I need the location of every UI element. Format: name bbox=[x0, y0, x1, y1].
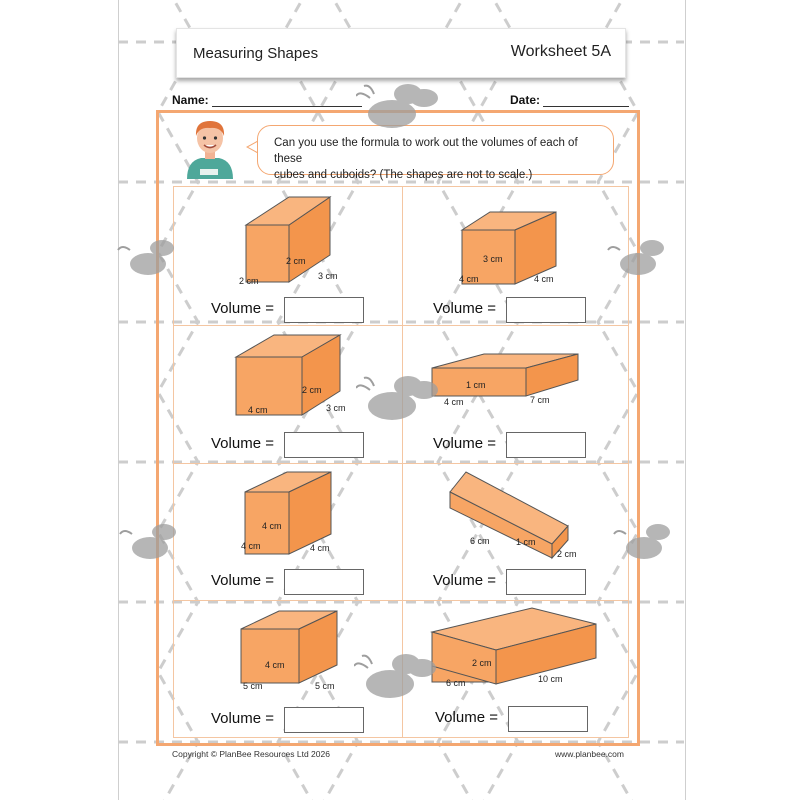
speech-bubble: Can you use the formula to work out the … bbox=[257, 125, 614, 181]
volume-label-8: Volume = bbox=[435, 709, 498, 726]
student-avatar bbox=[187, 121, 233, 179]
cuboid-8-height: 2 cm bbox=[472, 658, 492, 668]
name-line bbox=[211, 94, 362, 107]
cuboid-6 bbox=[449, 471, 569, 560]
shapes-grid bbox=[173, 186, 629, 738]
bee-watermark-icon bbox=[354, 654, 436, 698]
prompt-line-1: Can you use the formula to work out the … bbox=[274, 137, 578, 165]
copyright-text: Copyright © PlanBee Resources Ltd 2026 bbox=[172, 749, 330, 759]
prompt-line-2: cubes and cuboids? (The shapes are not t… bbox=[274, 169, 533, 181]
speech-tail bbox=[246, 140, 259, 154]
volume-label-5: Volume = bbox=[211, 572, 274, 589]
volume-answer-box-2[interactable] bbox=[506, 297, 586, 323]
cuboid-8 bbox=[430, 607, 597, 685]
volume-label-6: Volume = bbox=[433, 572, 496, 589]
cuboid-6-height: 1 cm bbox=[516, 537, 536, 547]
name-field: Name: bbox=[172, 93, 362, 107]
cuboid-8-width: 6 cm bbox=[446, 678, 466, 688]
cuboid-4 bbox=[431, 353, 579, 397]
cube-5-depth: 4 cm bbox=[310, 543, 330, 553]
date-label: Date: bbox=[510, 93, 541, 107]
volume-label-7: Volume = bbox=[211, 710, 274, 727]
worksheet-number: Worksheet 5A bbox=[510, 43, 611, 60]
date-line bbox=[543, 94, 630, 107]
cuboid-3-height: 2 cm bbox=[302, 385, 322, 395]
cube-2 bbox=[460, 211, 557, 285]
cube-5-height: 4 cm bbox=[262, 521, 282, 531]
cuboid-3-width: 4 cm bbox=[248, 405, 268, 415]
bee-watermark-icon bbox=[613, 524, 670, 559]
bee-watermark-icon bbox=[607, 240, 664, 275]
cube-2-width: 4 cm bbox=[459, 274, 479, 284]
cuboid-6-width: 6 cm bbox=[470, 536, 490, 546]
cuboid-1 bbox=[244, 196, 332, 283]
cuboid-7-width: 5 cm bbox=[243, 681, 263, 691]
volume-label-1: Volume = bbox=[211, 300, 274, 317]
date-field: Date: bbox=[510, 93, 630, 107]
volume-label-3: Volume = bbox=[211, 435, 274, 452]
bee-watermark-icon bbox=[119, 524, 176, 559]
volume-answer-box-6[interactable] bbox=[506, 569, 586, 595]
cube-2-height: 3 cm bbox=[483, 254, 503, 264]
volume-answer-box-7[interactable] bbox=[284, 707, 364, 733]
grid-divider-row-1 bbox=[174, 325, 628, 326]
cube-5 bbox=[244, 471, 332, 555]
website-text: www.planbee.com bbox=[555, 749, 624, 759]
volume-answer-box-8[interactable] bbox=[508, 706, 588, 732]
cuboid-7-depth: 5 cm bbox=[315, 681, 335, 691]
grid-divider-vertical bbox=[402, 187, 403, 737]
volume-answer-box-4[interactable] bbox=[506, 432, 586, 458]
cuboid-3-depth: 3 cm bbox=[326, 403, 346, 413]
cuboid-4-depth: 7 cm bbox=[530, 395, 550, 405]
title-card: Measuring Shapes Worksheet 5A bbox=[176, 28, 626, 78]
volume-answer-box-5[interactable] bbox=[284, 569, 364, 595]
volume-answer-box-1[interactable] bbox=[284, 297, 364, 323]
grid-divider-row-3 bbox=[174, 600, 628, 601]
cuboid-3 bbox=[234, 334, 342, 416]
cuboid-1-width: 2 cm bbox=[239, 276, 259, 286]
cuboid-1-height: 2 cm bbox=[286, 256, 306, 266]
volume-label-4: Volume = bbox=[433, 435, 496, 452]
page-title: Measuring Shapes bbox=[193, 45, 319, 62]
name-label: Name: bbox=[172, 93, 209, 107]
cuboid-7-height: 4 cm bbox=[265, 660, 285, 670]
volume-answer-box-3[interactable] bbox=[284, 432, 364, 458]
grid-divider-row-2 bbox=[174, 463, 628, 464]
cuboid-8-depth: 10 cm bbox=[538, 674, 563, 684]
cuboid-4-height: 1 cm bbox=[466, 380, 486, 390]
cuboid-4-width: 4 cm bbox=[444, 397, 464, 407]
cuboid-6-depth: 2 cm bbox=[557, 549, 577, 559]
volume-label-2: Volume = bbox=[433, 300, 496, 317]
cuboid-7 bbox=[240, 610, 338, 684]
bee-watermark-icon bbox=[356, 84, 438, 128]
cube-5-width: 4 cm bbox=[241, 541, 261, 551]
bee-watermark-icon bbox=[356, 376, 438, 420]
bee-watermark-icon bbox=[117, 240, 174, 275]
cuboid-1-depth: 3 cm bbox=[318, 271, 338, 281]
cube-2-depth: 4 cm bbox=[534, 274, 554, 284]
